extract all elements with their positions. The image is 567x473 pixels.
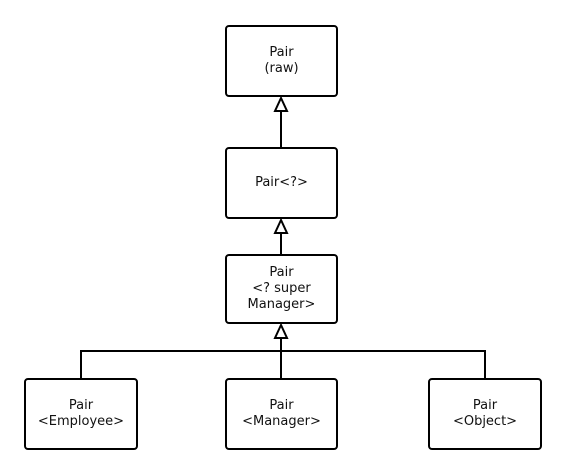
inheritance-arrowhead-icon	[273, 217, 289, 234]
node-label: Pair <Employee>	[37, 398, 125, 429]
node-pair-raw: Pair (raw)	[225, 25, 338, 97]
node-pair-employee: Pair <Employee>	[24, 378, 138, 450]
inheritance-arrowhead-icon	[273, 95, 289, 112]
node-label: Pair <? super Manager>	[247, 265, 316, 312]
node-pair-super-manager: Pair <? super Manager>	[225, 254, 338, 324]
node-pair-object: Pair <Object>	[428, 378, 542, 450]
edge-wildcard-to-raw	[273, 95, 289, 147]
node-label: Pair <Manager>	[242, 398, 321, 429]
node-label: Pair (raw)	[264, 45, 299, 76]
node-label: Pair <Object>	[452, 398, 518, 429]
node-pair-manager: Pair <Manager>	[225, 378, 338, 450]
node-pair-wildcard: Pair<?>	[225, 147, 338, 219]
edge-children-to-super	[80, 322, 486, 378]
inheritance-arrowhead-icon	[273, 322, 289, 339]
node-label: Pair<?>	[255, 175, 308, 190]
edge-super-to-wildcard	[273, 217, 289, 254]
